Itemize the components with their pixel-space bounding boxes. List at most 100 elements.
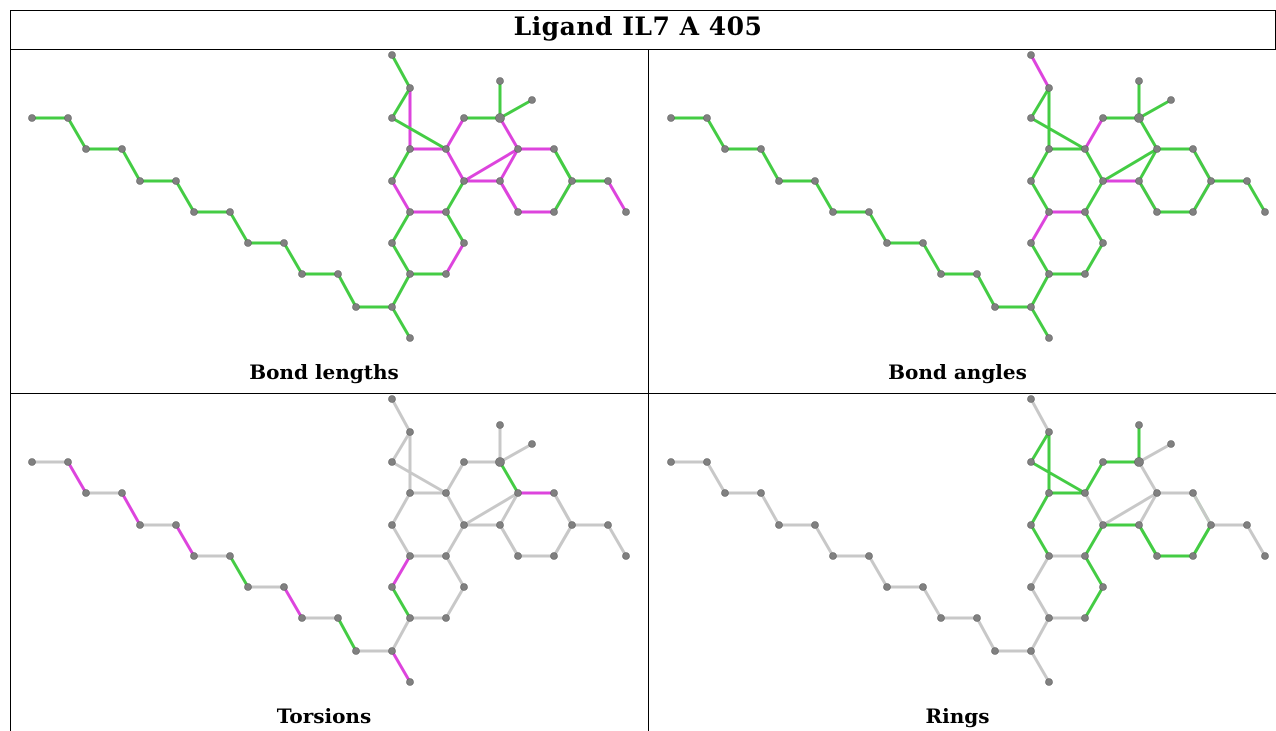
atom-9 <box>280 239 288 247</box>
atom-0 <box>667 114 675 122</box>
bond-44 <box>1101 147 1159 183</box>
atom-28 <box>1134 113 1144 123</box>
atom-0 <box>667 458 675 466</box>
atom-34 <box>550 552 558 560</box>
atom-17 <box>406 552 414 560</box>
atom-10 <box>937 270 945 278</box>
atom-14 <box>406 678 414 686</box>
bond-20 <box>444 585 466 620</box>
atom-38 <box>1261 552 1269 560</box>
bond-7 <box>228 554 250 589</box>
atom-34 <box>1189 208 1197 216</box>
bond-25 <box>444 147 466 183</box>
atom-15 <box>406 614 414 622</box>
atom-4 <box>775 177 783 185</box>
bond-41 <box>606 179 628 214</box>
bond-21 <box>1083 179 1105 214</box>
bond-15 <box>1029 241 1051 276</box>
atom-0 <box>28 458 36 466</box>
atom-16 <box>388 239 396 247</box>
atom-12 <box>991 303 999 311</box>
atom-4 <box>775 521 783 529</box>
panel-bond-angles-diagram <box>667 51 1269 342</box>
atom-22 <box>406 145 414 153</box>
atom-2 <box>82 489 90 497</box>
atom-15 <box>1045 614 1053 622</box>
title-row-divider <box>10 49 1276 50</box>
bond-3 <box>759 147 781 183</box>
atom-10 <box>298 270 306 278</box>
bond-3 <box>120 491 142 527</box>
bond-43 <box>498 147 520 183</box>
atom-37 <box>604 521 612 529</box>
atom-9 <box>280 583 288 591</box>
bond-49 <box>1191 491 1213 527</box>
atom-23 <box>460 521 468 529</box>
atom-35 <box>514 208 522 216</box>
atom-7 <box>226 208 234 216</box>
atom-38 <box>1261 208 1269 216</box>
atom-5 <box>811 177 819 185</box>
panel-rings-diagram <box>667 395 1269 686</box>
atom-28 <box>495 457 505 467</box>
bond-17 <box>390 554 412 589</box>
atom-36 <box>1135 521 1143 529</box>
atom-27 <box>1099 458 1107 466</box>
bond-49 <box>552 491 574 527</box>
atom-29 <box>1135 421 1143 429</box>
bond-29 <box>1083 460 1105 495</box>
atom-26 <box>388 114 396 122</box>
atom-22 <box>406 489 414 497</box>
atom-37 <box>1243 521 1251 529</box>
bond-5 <box>813 179 835 214</box>
atom-20 <box>442 270 450 278</box>
bond-9 <box>921 241 943 276</box>
atom-12 <box>352 647 360 655</box>
bond-15 <box>1029 585 1051 620</box>
atom-22 <box>1045 489 1053 497</box>
bond-20 <box>444 241 466 276</box>
bond-29 <box>1083 116 1105 151</box>
atom-13 <box>388 303 396 311</box>
atom-21 <box>388 521 396 529</box>
bond-49 <box>1191 147 1213 183</box>
bond-13 <box>390 649 412 684</box>
bond-43 <box>498 491 520 527</box>
bond-25 <box>1083 147 1105 183</box>
atom-38 <box>622 552 630 560</box>
bond-7 <box>867 554 889 589</box>
atom-26 <box>1027 114 1035 122</box>
atom-39 <box>388 395 396 403</box>
atom-33 <box>568 177 576 185</box>
atom-17 <box>1045 208 1053 216</box>
atom-14 <box>1045 678 1053 686</box>
atom-35 <box>514 552 522 560</box>
atom-1 <box>64 458 72 466</box>
atom-16 <box>388 583 396 591</box>
atom-7 <box>226 552 234 560</box>
bond-7 <box>867 210 889 245</box>
bond-41 <box>606 523 628 558</box>
bond-14 <box>1029 616 1051 653</box>
atom-6 <box>829 208 837 216</box>
bond-3 <box>759 491 781 527</box>
atom-12 <box>352 303 360 311</box>
bond-32 <box>498 442 534 464</box>
atom-16 <box>1027 583 1035 591</box>
bond-29 <box>444 116 466 151</box>
figure-title: Ligand IL7 A 405 <box>513 12 763 41</box>
bond-22 <box>1029 523 1051 558</box>
atom-17 <box>1045 552 1053 560</box>
bond-17 <box>1029 554 1051 589</box>
bond-23 <box>1029 491 1051 527</box>
bond-1 <box>66 460 88 495</box>
atom-35 <box>1153 552 1161 560</box>
bond-14 <box>1029 272 1051 309</box>
atom-33 <box>1207 521 1215 529</box>
atom-33 <box>568 521 576 529</box>
panel-torsions-diagram <box>28 395 630 686</box>
atom-25 <box>1045 84 1053 92</box>
atom-18 <box>1081 552 1089 560</box>
bond-3 <box>120 147 142 183</box>
atom-20 <box>442 614 450 622</box>
